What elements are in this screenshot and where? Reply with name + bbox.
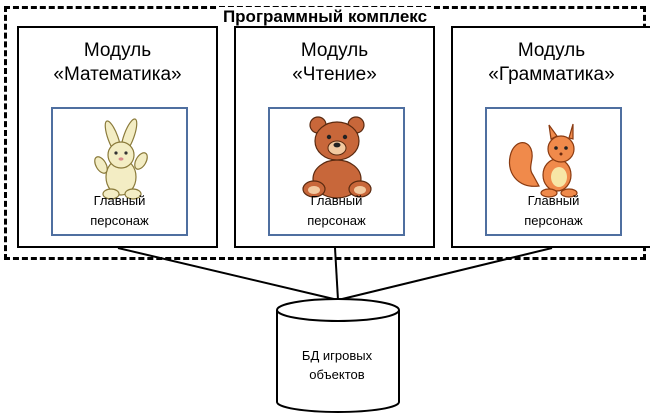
bear-icon — [302, 116, 372, 199]
squirrel-icon — [508, 123, 578, 198]
grammar-character-box: Главный персонаж — [485, 107, 622, 236]
module-reading: Модуль «Чтение» Главный персонаж — [234, 26, 435, 248]
module-grammar-title: Модуль «Грамматика» — [488, 40, 615, 85]
bunny-icon — [94, 118, 148, 200]
math-character-label: Главный персонаж — [90, 193, 149, 228]
connector-reading-to-db — [334, 247, 339, 301]
database-label: БД игровых объектов — [301, 348, 373, 382]
reading-character-label: Главный персонаж — [307, 193, 366, 228]
module-grammar: Модуль «Грамматика» Главный персонаж — [451, 26, 650, 248]
math-character-box: Главный персонаж — [51, 107, 188, 236]
software-complex-title: Программный комплекс — [0, 7, 650, 26]
connector-grammar-to-db — [337, 247, 553, 301]
connector-math-to-db — [117, 247, 339, 301]
module-math-title: Модуль «Математика» — [53, 40, 182, 85]
module-math: Модуль «Математика» Главный персонаж — [17, 26, 218, 248]
database-cylinder — [276, 298, 400, 413]
reading-character-box: Главный персонаж — [268, 107, 405, 236]
grammar-character-label: Главный персонаж — [524, 193, 583, 228]
module-reading-title: Модуль «Чтение» — [292, 40, 377, 85]
